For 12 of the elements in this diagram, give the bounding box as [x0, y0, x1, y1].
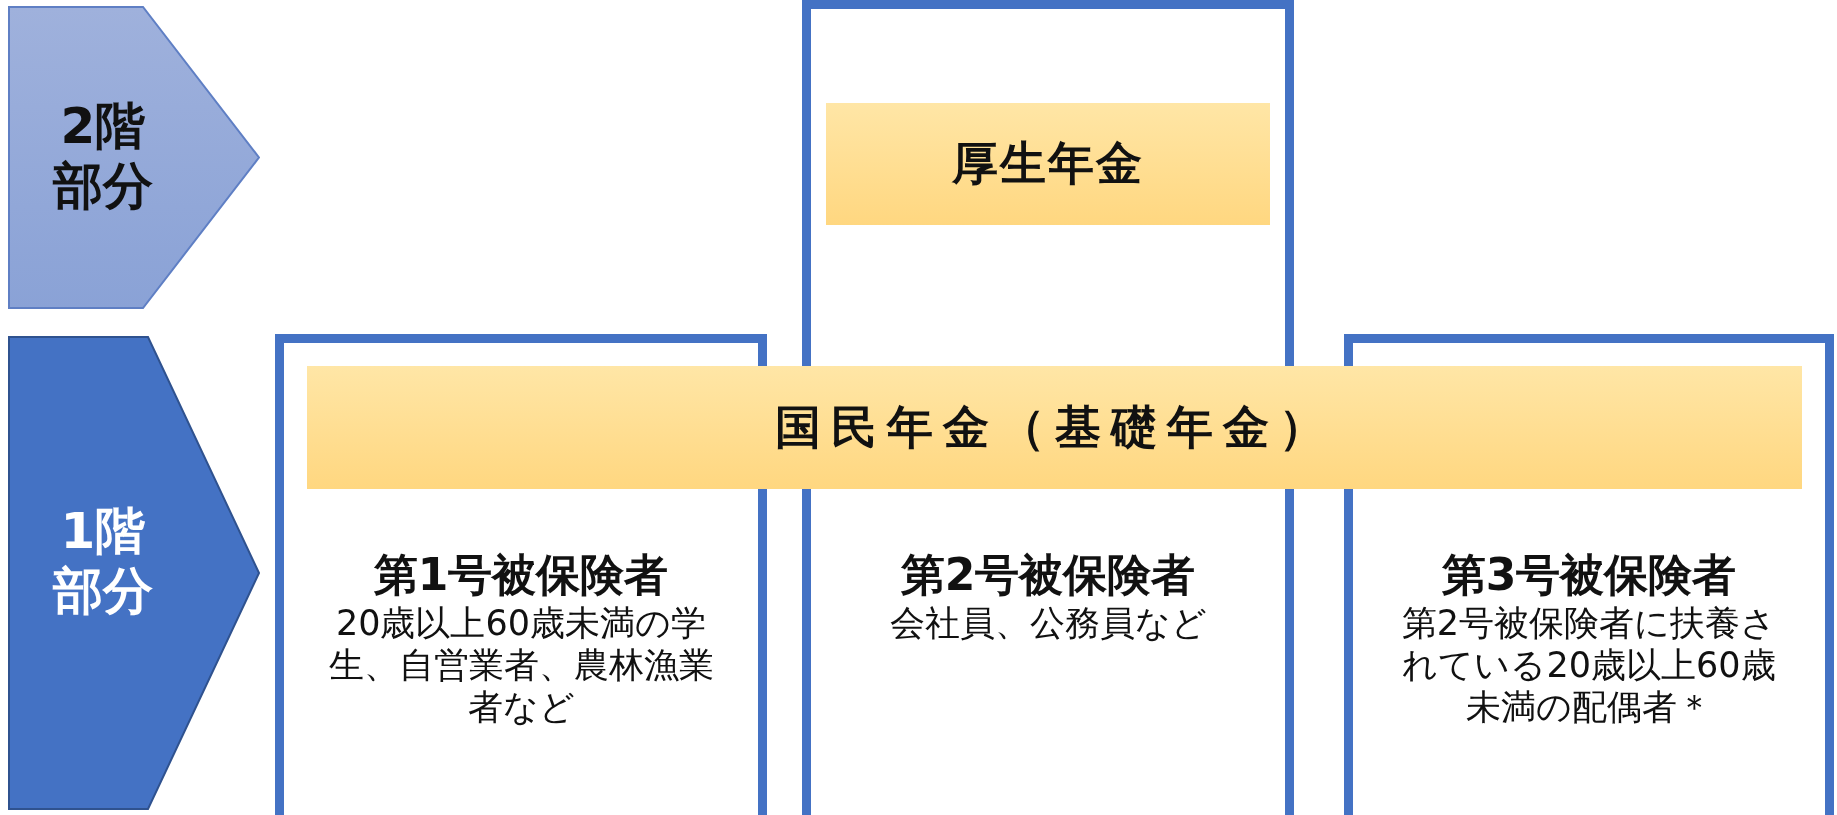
box-description: 20歳以上60歳未満の学生、自営業者、農林漁業者など [327, 602, 715, 728]
level-tab [8, 336, 260, 810]
box-heading: 第1号被保険者 [372, 548, 670, 602]
chevron-label: 2階部分 [51, 96, 154, 216]
box-heading: 第3号被保険者 [1440, 548, 1738, 602]
pension-band: 国民年金（基礎年金） [307, 366, 1802, 489]
box-description: 第2号被保険者に扶養されている20歳以上60歳未満の配偶者＊ [1400, 602, 1778, 728]
level-tab [8, 6, 260, 309]
box-description: 会社員、公務員など [888, 602, 1208, 644]
chevron-label: 1階部分 [51, 501, 154, 621]
pension-band: 厚生年金 [826, 103, 1270, 225]
box-heading: 第2号被保険者 [899, 548, 1197, 602]
